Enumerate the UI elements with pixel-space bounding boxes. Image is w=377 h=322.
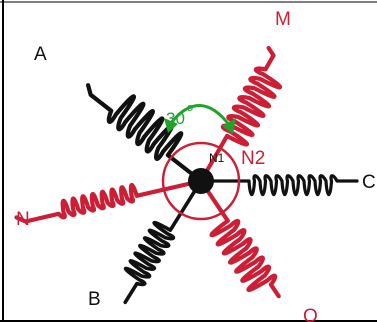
winding-c-coil xyxy=(199,174,359,197)
label-o: O xyxy=(303,306,318,322)
coil-O-path xyxy=(198,178,281,299)
label-n1: N1 xyxy=(209,151,225,165)
label-angle-value: 30 xyxy=(166,109,185,128)
coil-M-path xyxy=(198,45,283,184)
neutral-n1-point xyxy=(188,168,214,194)
label-n2: N2 xyxy=(241,148,265,169)
coil-C-path xyxy=(199,174,359,197)
angle-arrow-left xyxy=(164,118,178,133)
winding-a-coil xyxy=(86,83,204,184)
winding-o-coil xyxy=(198,178,281,299)
label-c: C xyxy=(362,172,376,193)
winding-m-coil xyxy=(198,45,283,184)
coil-A-path xyxy=(86,83,204,184)
angle-arrow-right xyxy=(222,118,236,134)
label-a: A xyxy=(34,44,47,65)
winding-b-coil xyxy=(123,179,203,305)
winding-n-coil xyxy=(14,178,204,224)
label-b: B xyxy=(88,289,101,310)
coil-N-path xyxy=(14,178,204,224)
label-angle-degree: o xyxy=(187,102,193,114)
coil-B-path xyxy=(123,179,203,305)
angle-arc xyxy=(168,104,232,127)
neutral-n2-circle xyxy=(161,141,241,221)
label-m: M xyxy=(275,9,291,30)
label-n: N xyxy=(16,209,30,230)
